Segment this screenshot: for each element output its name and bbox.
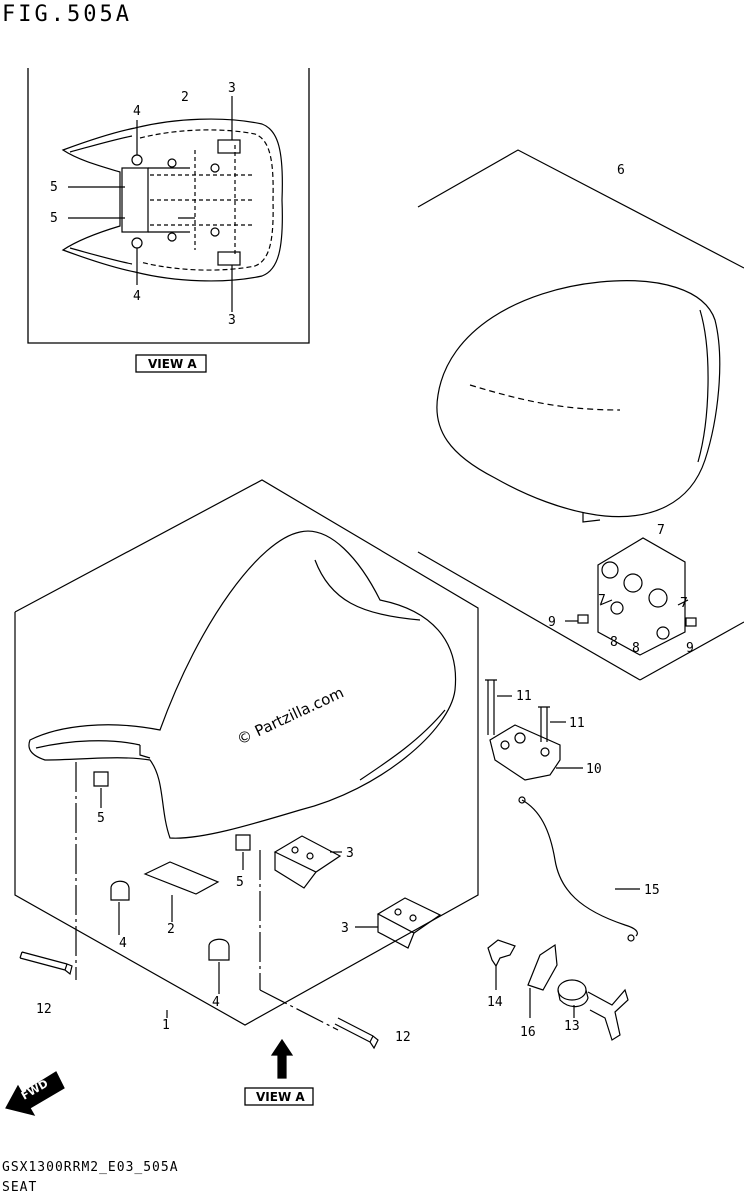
- callout-5: 5: [97, 811, 105, 826]
- callout-10: 10: [586, 762, 602, 777]
- callout-3: 3: [228, 81, 236, 96]
- view-a-inset-label: VIEW A: [148, 357, 197, 371]
- view-a-pointer-label: VIEW A: [256, 1090, 305, 1104]
- callout-5: 5: [236, 875, 244, 890]
- callout-8: 8: [632, 641, 640, 656]
- callout-3: 3: [341, 921, 349, 936]
- view-a-arrow-icon: [270, 1038, 294, 1079]
- callout-2: 2: [167, 922, 175, 937]
- fwd-arrow-icon: FWD: [5, 1071, 65, 1116]
- seat-lock-group: [485, 679, 640, 1041]
- callout-2: 2: [181, 90, 189, 105]
- callout-9: 9: [686, 641, 694, 656]
- callout-6: 6: [617, 163, 625, 178]
- view-a-inset-label-box: [135, 354, 207, 373]
- callout-3: 3: [346, 846, 354, 861]
- callout-8: 8: [610, 635, 618, 650]
- callout-11: 11: [569, 716, 585, 731]
- callout-1: 1: [162, 1018, 170, 1033]
- callout-4: 4: [133, 289, 141, 304]
- callout-4: 4: [119, 936, 127, 951]
- figure-title: FIG.505A: [2, 2, 132, 27]
- callout-12: 12: [36, 1002, 52, 1017]
- callout-4: 4: [133, 104, 141, 119]
- watermark: © Partzilla.com: [234, 683, 347, 748]
- callout-14: 14: [487, 995, 503, 1010]
- callout-3: 3: [228, 313, 236, 328]
- callout-5: 5: [50, 211, 58, 226]
- footer-caption: SEAT: [2, 1180, 38, 1195]
- callout-9: 9: [548, 615, 556, 630]
- callout-12: 12: [395, 1030, 411, 1045]
- callout-16: 16: [520, 1025, 536, 1040]
- callout-13: 13: [564, 1019, 580, 1034]
- view-a-inset: [27, 68, 310, 344]
- rear-seat-box: [417, 149, 744, 681]
- callout-7: 7: [680, 596, 688, 611]
- front-seat-box: [14, 479, 479, 1050]
- callout-15: 15: [644, 883, 660, 898]
- footer-code: GSX1300RRM2_E03_505A: [2, 1160, 179, 1175]
- callout-7: 7: [598, 593, 606, 608]
- callout-11: 11: [516, 689, 532, 704]
- callout-4: 4: [212, 995, 220, 1010]
- callout-7: 7: [657, 523, 665, 538]
- view-a-pointer-label-box: [244, 1087, 314, 1106]
- callout-5: 5: [50, 180, 58, 195]
